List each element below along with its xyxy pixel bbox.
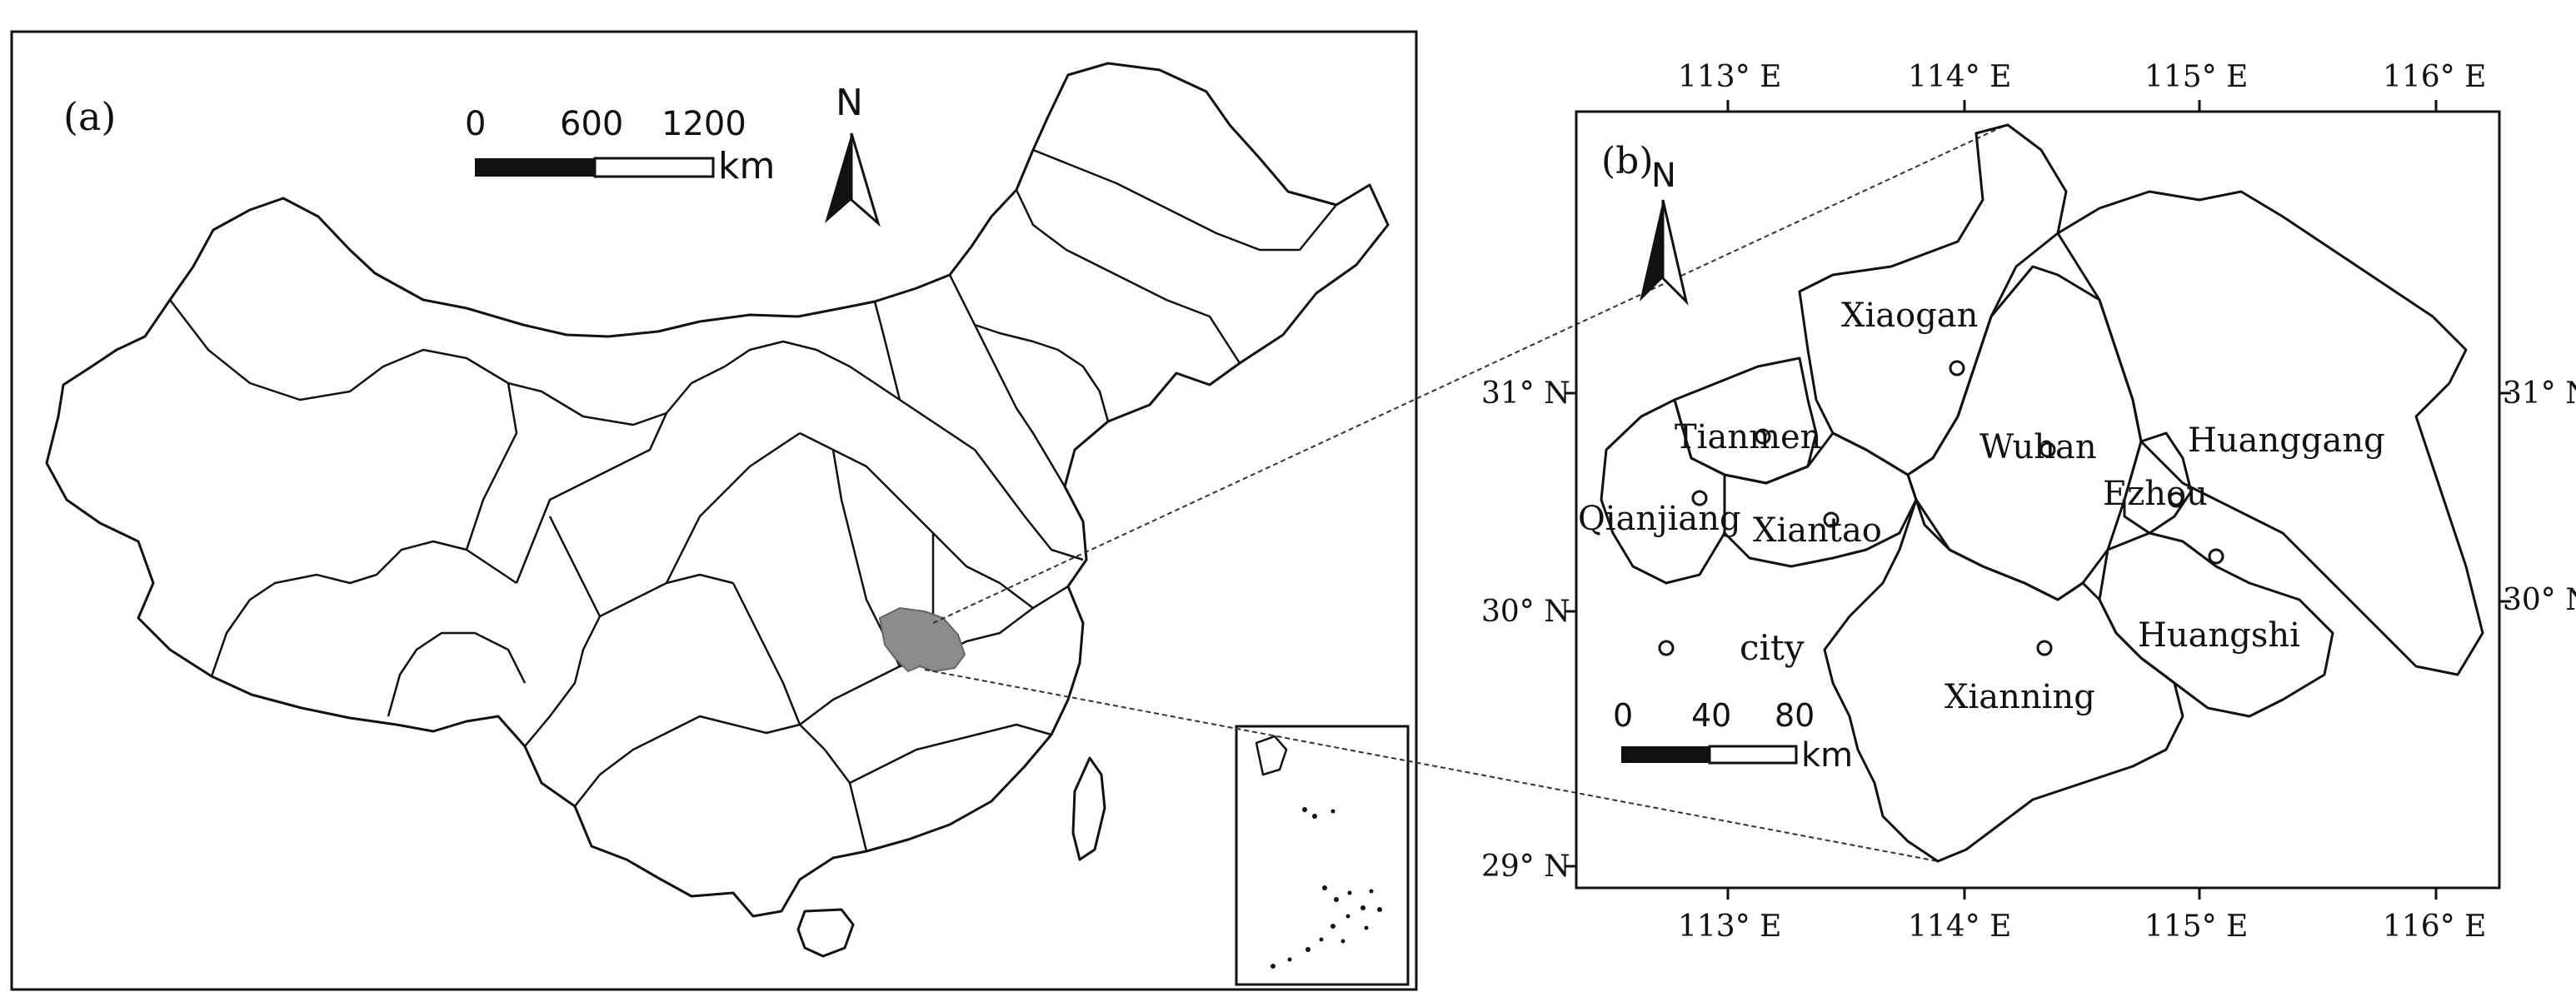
province-boundaries: [169, 148, 1337, 852]
scale-tick-1200: 1200: [661, 105, 746, 143]
lon-top-115: 115° E: [2144, 60, 2248, 94]
label-xiantao: Xiantao: [1753, 511, 1882, 550]
panel-b-scale-bar: 0 40 80 km: [1613, 697, 1853, 775]
panel-a-frame: [10, 30, 1418, 991]
marker-huangshi: [2208, 548, 2224, 565]
north-arrow-dark: [825, 133, 851, 223]
lon-bottom-113: 113° E: [1678, 910, 1781, 944]
inset-frame: [1235, 725, 1410, 986]
lat-ticks-left: 31° N 30° N 29° N: [1481, 376, 1570, 884]
north-label: N: [836, 82, 863, 124]
label-xiaogan: Xiaogan: [1841, 297, 1978, 335]
region-qianjiang: [1600, 398, 1726, 585]
panel-a-scale-bar: 0 600 1200 km: [465, 105, 775, 187]
leader-line-bottom: [924, 669, 1939, 862]
hainan: [796, 908, 855, 958]
panel-b-north-arrow-light: [1661, 199, 1689, 306]
scale-bar-black: [475, 158, 595, 177]
lon-bottom-116: 116° E: [2383, 910, 2486, 944]
panel-b-frame: [1575, 110, 2501, 890]
marker-ezhou: [2168, 491, 2184, 508]
lon-top-116: 116° E: [2383, 60, 2486, 94]
region-huanggang: [2056, 190, 2484, 676]
lat-ticks-right: 31° N 30° N: [2503, 376, 2576, 617]
lat-left-30: 30° N: [1481, 595, 1570, 629]
scale-bar-white: [593, 157, 715, 178]
label-huanggang: Huanggang: [2188, 421, 2385, 460]
label-xianning: Xianning: [1944, 678, 2095, 716]
lat-left-29: 29° N: [1481, 850, 1570, 884]
south-china-sea-inset: [1235, 725, 1410, 986]
b-scale-bar-black: [1621, 746, 1710, 763]
panel-a-label: (a): [63, 94, 116, 139]
label-qianjiang: Qianjiang: [1578, 500, 1741, 538]
scale-tick-600: 600: [560, 105, 623, 143]
taiwan: [1071, 756, 1106, 861]
panel-a: (a) 0 600 1200 km N: [10, 30, 2007, 991]
lat-right-31: 31° N: [2503, 376, 2576, 411]
region-ezhou: [2123, 431, 2193, 535]
legend-city-icon: [1658, 640, 1675, 656]
lon-bottom-114: 114° E: [1908, 910, 2011, 944]
lon-ticks-bottom: 113° E 114° E 115° E 116° E: [1678, 910, 2486, 944]
b-scale-tick-80: 80: [1775, 697, 1815, 734]
lon-bottom-115: 115° E: [2144, 910, 2248, 944]
label-ezhou: Ezhou: [2103, 475, 2208, 513]
panel-b-north-arrow: N: [1640, 157, 1689, 306]
panel-b-legend: city: [1658, 627, 1805, 668]
marker-xiantao: [1823, 511, 1840, 528]
lon-ticks-top: 113° E 114° E 115° E 116° E: [1678, 60, 2486, 94]
label-tianmen: Tianmen: [1675, 418, 1821, 456]
marker-qianjiang: [1691, 490, 1708, 506]
scale-tick-0: 0: [465, 105, 486, 143]
b-scale-tick-0: 0: [1613, 697, 1633, 734]
region-xianning: [1823, 498, 2184, 863]
b-scale-tick-40: 40: [1691, 697, 1731, 734]
lon-top-113: 113° E: [1678, 60, 1781, 94]
scale-unit: km: [718, 145, 775, 187]
panel-b-north-label: N: [1651, 157, 1676, 195]
lon-top-114: 114° E: [1908, 60, 2011, 94]
panel-b-north-arrow-dark: [1640, 200, 1663, 302]
b-scale-unit: km: [1801, 736, 1853, 775]
marker-wuhan: [2039, 441, 2056, 458]
marker-xianning: [2036, 640, 2053, 656]
lat-left-31: 31° N: [1481, 376, 1570, 411]
china-outline: [45, 62, 1390, 918]
b-scale-bar-white: [1708, 745, 1798, 765]
panel-a-north-arrow: N: [825, 82, 881, 227]
label-wuhan: Wuhan: [1979, 428, 2097, 466]
marker-xiaogan: [1949, 360, 1965, 376]
label-huangshi: Huangshi: [2138, 616, 2300, 655]
panel-b-label: (b): [1601, 140, 1654, 182]
north-arrow-light: [850, 132, 881, 227]
city-labels: Xiaogan Tianmen Wuhan Huanggang Qianjian…: [1578, 297, 2385, 716]
leader-line-top: [932, 124, 2007, 624]
marker-tianmen: [1755, 428, 1771, 445]
panel-b: (b) 113° E 114° E 115° E 116° E 113° E 1…: [1481, 60, 2576, 944]
panel-b-tick-marks: [1565, 100, 2511, 900]
city-boundaries: [1600, 123, 2484, 863]
legend-city-label: city: [1740, 627, 1805, 668]
lat-right-30: 30° N: [2503, 583, 2576, 617]
region-xiantao: [1723, 431, 1918, 568]
hubei-highlight: [878, 606, 966, 673]
city-markers: [1691, 360, 2224, 656]
